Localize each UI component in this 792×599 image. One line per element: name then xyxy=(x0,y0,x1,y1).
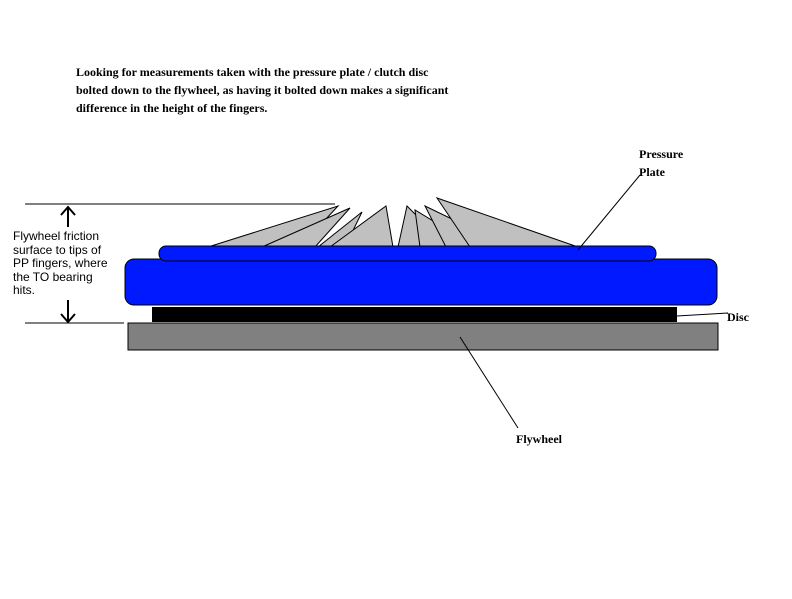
pressure-plate-leader xyxy=(577,174,641,251)
pressure-plate-label-line-1: Pressure xyxy=(639,147,684,161)
pressure-plate-body xyxy=(124,258,718,306)
measurement-label-line-1: Flywheel friction xyxy=(13,229,100,243)
measurement-label-line-5: hits. xyxy=(13,283,36,297)
intro-line-3: difference in the height of the fingers. xyxy=(76,101,268,115)
disc-leader xyxy=(676,312,729,317)
pressure-plate-label: Pressure Plate xyxy=(639,145,683,181)
flywheel-leader xyxy=(459,336,519,429)
disc-label: Disc xyxy=(727,310,749,324)
intro-line-1: Looking for measurements taken with the … xyxy=(76,65,429,79)
pressure-plate-label-line-2: Plate xyxy=(639,165,665,179)
down-arrow-icon xyxy=(60,313,76,324)
measurement-label-line-4: the TO bearing xyxy=(13,269,93,284)
pressure-plate-lip xyxy=(158,245,657,262)
measurement-label-line-3: PP fingers, where xyxy=(13,256,108,270)
clutch-disc xyxy=(152,307,677,322)
leader-lines xyxy=(459,174,729,429)
pp-fingers xyxy=(207,197,579,248)
up-arrow-icon xyxy=(60,205,76,216)
measurement-label: Flywheel friction surface to tips of PP … xyxy=(13,229,123,298)
flywheel-body xyxy=(127,322,719,351)
measurement-marker xyxy=(25,203,335,324)
intro-line-2: bolted down to the flywheel, as having i… xyxy=(76,83,449,97)
measurement-label-line-2: surface to tips of xyxy=(13,242,102,257)
flywheel-label: Flywheel xyxy=(516,432,562,446)
intro-note: Looking for measurements taken with the … xyxy=(76,63,546,117)
